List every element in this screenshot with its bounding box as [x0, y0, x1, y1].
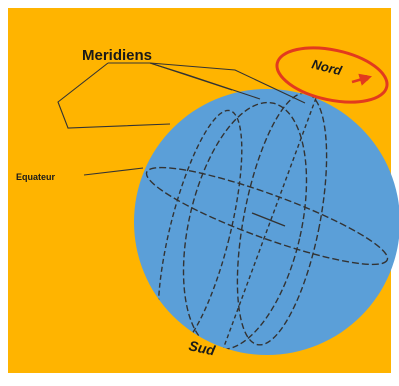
rotation-arrow-head-icon: [363, 75, 369, 81]
equator-label: Equateur: [16, 172, 56, 182]
meridians-label: Meridiens: [82, 47, 152, 64]
globe-sphere: [134, 89, 399, 355]
